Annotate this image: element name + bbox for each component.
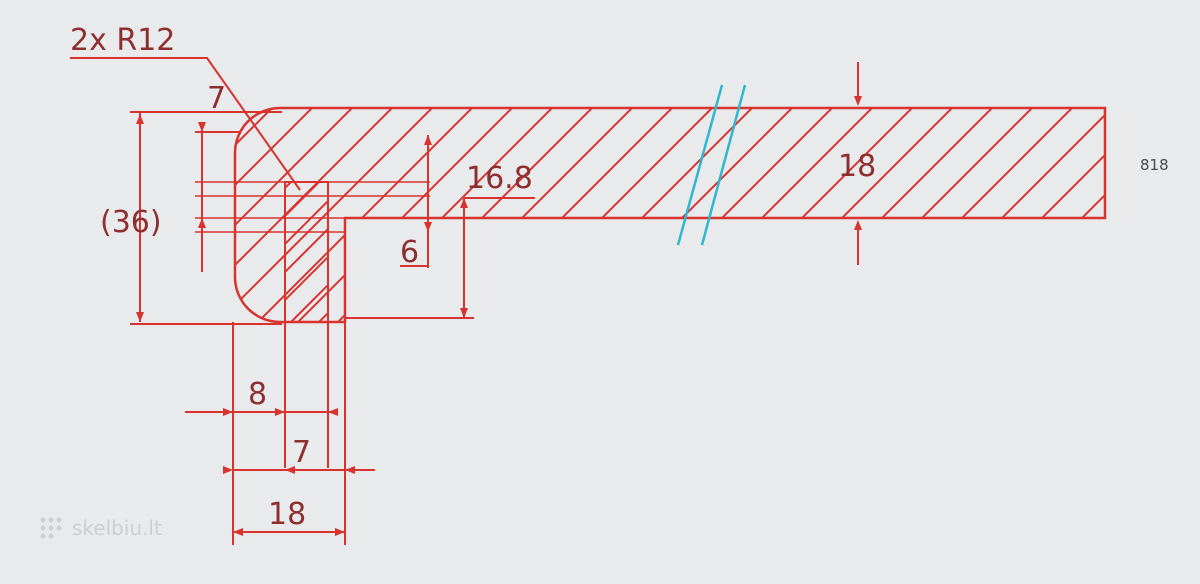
- hatch-line: [317, 311, 328, 322]
- left-width-label: 8: [248, 377, 267, 412]
- arrowhead: [198, 218, 206, 228]
- hatch-line: [285, 182, 293, 190]
- arrowhead: [424, 222, 432, 232]
- dimension-labels: 2x R12 7 (36) 16.8 6 18 818 8 7 18: [70, 23, 1169, 532]
- hatch-line: [1170, 100, 1200, 330]
- hatch-line: [235, 108, 281, 322]
- hatch-line: [235, 108, 441, 322]
- hatch-line: [1130, 100, 1200, 330]
- hatch-line: [1089, 108, 1105, 322]
- arrowhead: [223, 408, 233, 416]
- radius-label: 2x R12: [70, 23, 175, 58]
- hatch-line: [235, 108, 321, 322]
- hatch-line: [285, 182, 321, 218]
- top-offset-label: 7: [207, 81, 226, 116]
- hatch-line: [285, 227, 328, 274]
- arrowhead: [328, 408, 338, 416]
- small-height-label: 6: [400, 235, 419, 270]
- dimension-lines: [70, 57, 859, 545]
- arrowhead: [285, 466, 295, 474]
- watermark-text: skelbiu.lt: [72, 516, 162, 540]
- arrowhead: [136, 312, 144, 322]
- insert-outline: [284, 181, 329, 323]
- arrowhead: [460, 198, 468, 208]
- arrowhead: [223, 466, 233, 474]
- arrowhead: [345, 466, 355, 474]
- arrowheads: [136, 96, 862, 536]
- arrowhead: [335, 528, 345, 536]
- skelbiu-logo-icon: [40, 517, 62, 539]
- watermark: skelbiu.lt: [40, 516, 162, 540]
- arrowhead: [424, 135, 432, 145]
- arrowhead: [233, 528, 243, 536]
- insert-hatching: [285, 182, 328, 322]
- arrowhead: [854, 96, 862, 106]
- hatch-line: [235, 108, 361, 322]
- hatch-line: [1049, 108, 1105, 322]
- hatch-line: [285, 199, 328, 246]
- hatching: [235, 100, 1200, 330]
- arrowhead: [136, 114, 144, 124]
- break-marks: [676, 84, 747, 246]
- total-width-label: 18: [268, 497, 306, 532]
- arrowhead: [198, 122, 206, 132]
- profile-section: [233, 100, 1200, 330]
- profile-outline: [233, 106, 1107, 324]
- inner-height-label: 16.8: [466, 161, 533, 196]
- panel-thickness-label: 18: [838, 149, 876, 184]
- mid-width-label: 7: [292, 435, 311, 470]
- product-code-label: 818: [1140, 156, 1169, 174]
- hatch-line: [249, 108, 481, 322]
- arrowhead: [854, 220, 862, 230]
- arrowhead: [460, 308, 468, 318]
- hatch-line: [289, 283, 328, 322]
- hatch-line: [285, 255, 328, 302]
- arrowhead: [275, 408, 285, 416]
- overall-height-label: (36): [100, 205, 162, 240]
